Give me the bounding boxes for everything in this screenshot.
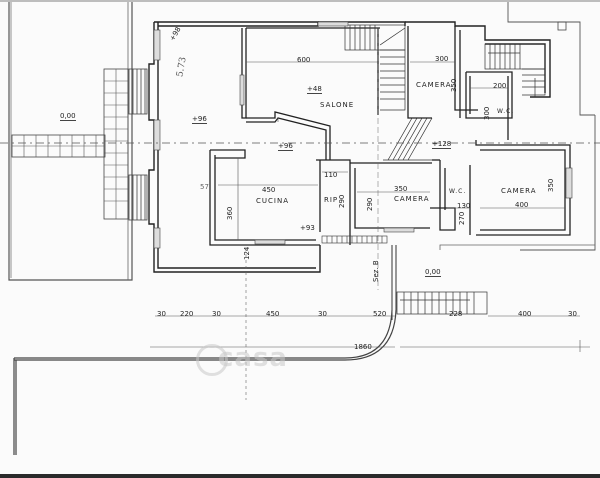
level-garden: 0,00 [60,112,76,121]
level-hall: +96 [278,142,293,151]
dim-bottom-3: 30 [212,310,221,318]
dim-cucina-height: 360 [226,206,234,220]
dim-bottom-8: 400 [518,310,532,318]
salone-staircase [344,24,433,161]
room-label-wc-top: W.C. [497,108,515,115]
scan-bottom-edge [0,474,600,478]
scan-top-edge [0,0,600,2]
room-label-wc-mid: W.C. [449,188,467,195]
section-mark-b: Sez. B [372,260,380,282]
windows [153,21,573,249]
dim-bottom-6: 520 [373,310,387,318]
dim-camera-mid-width: 350 [394,185,408,193]
dim-salone-width: 600 [297,56,311,64]
level-cucina-side: +93 [300,224,315,232]
dim-wc-top-height: 300 [483,106,491,120]
dim-camera-right-width: 400 [515,201,529,209]
room-label-camera-top: CAMERA [416,81,452,89]
salone-walls [241,27,380,160]
dim-cucina-width: 450 [262,186,276,194]
dim-total-length: 1860 [354,343,372,351]
dim-wc-top-width: 200 [493,82,507,90]
dim-wc-mid-width: 130 [457,202,471,210]
boundary-wall [13,309,397,455]
tiled-path [11,68,129,220]
dim-balcony-depth: 124 [243,246,251,260]
dim-camera-top-height: 350 [450,78,458,92]
right-staircase [484,43,546,97]
garden-boundary [8,2,133,281]
level-yard: 0,00 [425,268,441,277]
handwritten-note-mid: 57 [200,183,209,191]
yard-steps [396,291,488,315]
dim-bottom-4: 450 [266,310,280,318]
room-label-salone: SALONE [320,101,355,109]
dim-bottom-1: 30 [157,310,166,318]
dim-rip-height: 290 [338,194,346,208]
level-entrance: +96 [192,115,207,124]
watermark-text: casa [218,343,288,373]
dim-bottom-5: 30 [318,310,327,318]
cucina-walls [209,149,351,246]
dimension-lines [150,61,590,352]
dim-bottom-7: 228 [449,310,463,318]
room-label-cucina: CUCINA [256,197,289,205]
watermark-logo-icon [196,344,228,376]
entrance-steps [128,68,148,221]
dim-wc-mid-height: 270 [458,211,466,225]
room-label-rip: RIP [324,196,339,204]
dim-camera-right-height: 350 [547,178,555,192]
dim-rip-width: 110 [324,171,338,179]
dim-bottom-2: 220 [180,310,194,318]
dim-camera-mid-height: 290 [366,197,374,211]
level-salone: +48 [307,85,322,94]
room-label-camera-mid: CAMERA [394,195,430,203]
dim-camera-top-width: 300 [435,55,449,63]
room-label-camera-right: CAMERA [501,187,537,195]
balcony-railing [321,235,388,244]
level-corridor: +128 [432,140,452,149]
dim-bottom-9: 30 [568,310,577,318]
